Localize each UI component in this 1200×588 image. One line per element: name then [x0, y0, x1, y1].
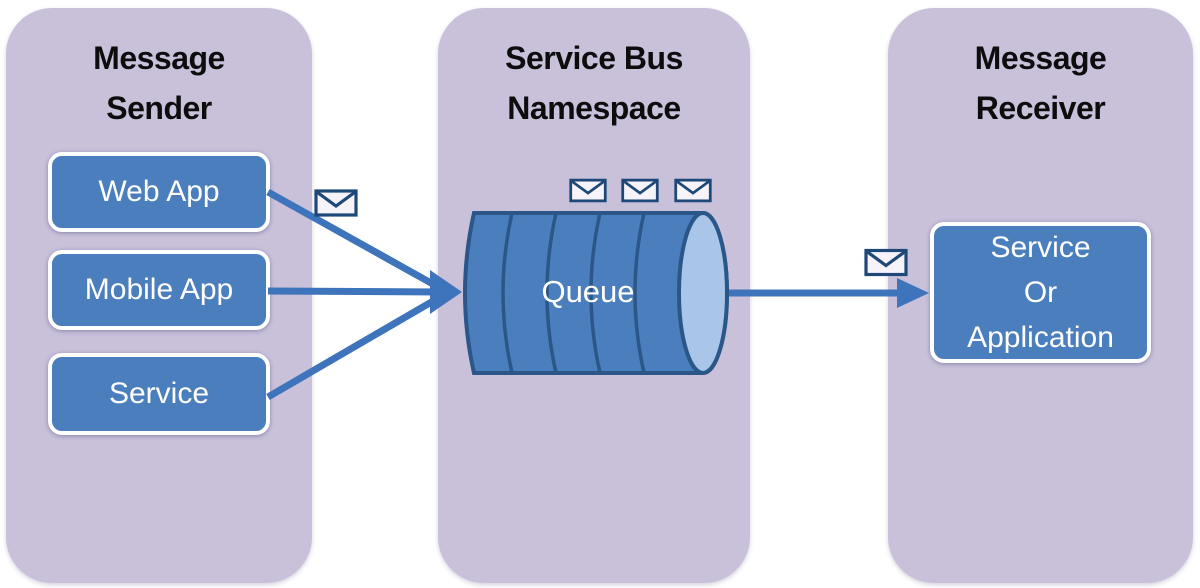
panel-title-message-sender: Message Sender — [93, 40, 225, 126]
node-mobile-app: Mobile App — [48, 250, 270, 330]
queue-label: Queue — [541, 274, 635, 309]
node-service-or-application: Service Or Application — [930, 222, 1151, 363]
message-envelope-icon — [314, 189, 358, 217]
panel-title-service-bus-namespace: Service Bus Namespace — [505, 40, 683, 126]
panel-title-message-receiver: Message Receiver — [974, 40, 1107, 126]
node-service: Service — [48, 353, 270, 435]
node-web-app: Web App — [48, 152, 270, 232]
